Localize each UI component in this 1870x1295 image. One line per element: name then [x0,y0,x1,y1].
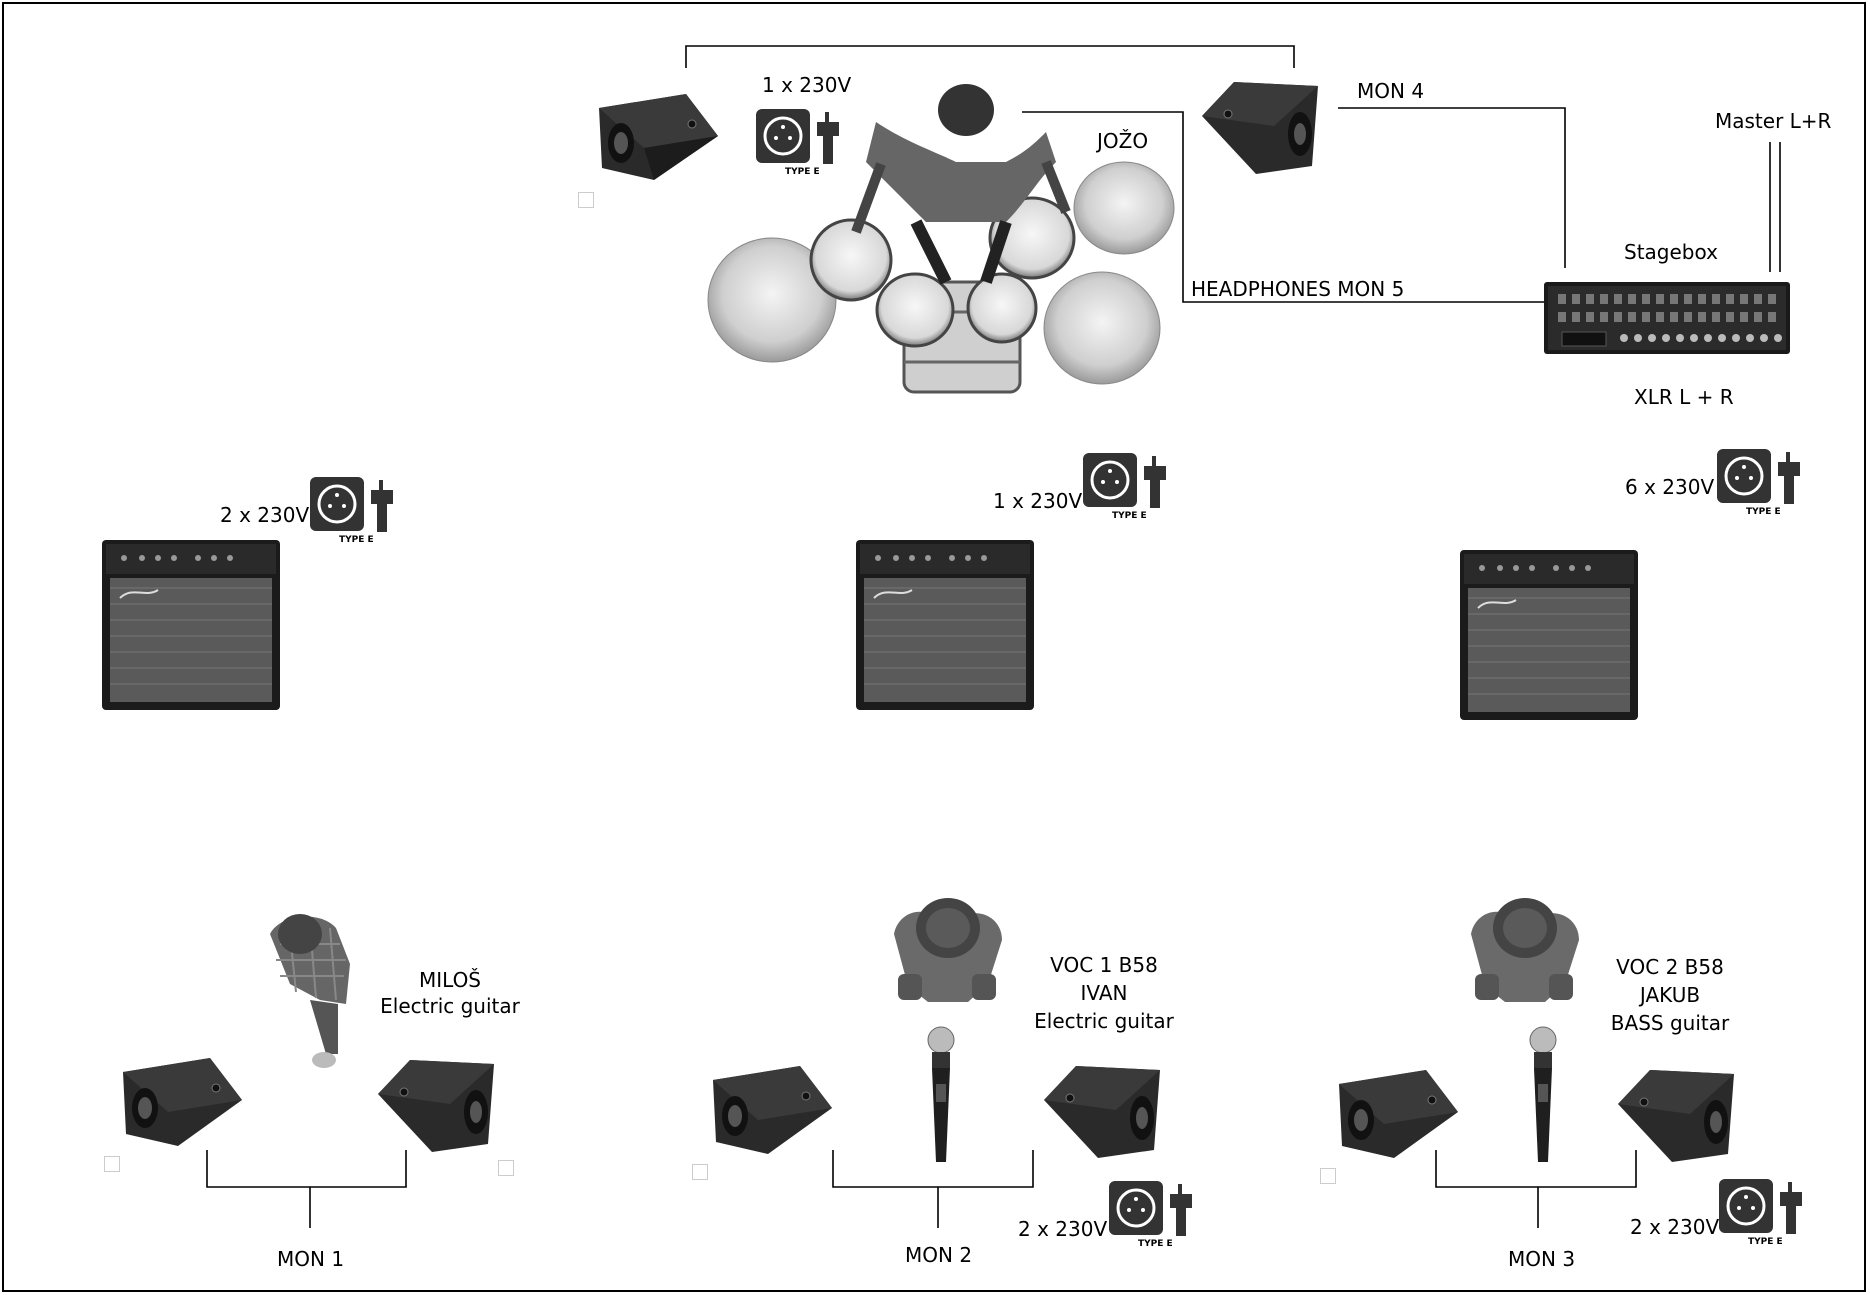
stage-monitor-icon [1339,1070,1458,1158]
guitar-amp-icon [102,540,280,710]
socket-type-label: TYPE E [1746,507,1781,517]
placeholder-mark [498,1160,514,1176]
mon1-label: MON 1 [277,1247,345,1271]
stage-monitor-icon [713,1066,832,1154]
socket-type-label: TYPE E [339,535,374,545]
socket-type-label: TYPE E [1748,1237,1783,1247]
amp-center-power-label: 1 x 230V [993,489,1083,513]
power-outlet-mon2: TYPE E [1108,1180,1204,1252]
power-outlet-drums: TYPE E [755,108,851,180]
musician-icon [894,898,1002,1002]
power-outlet-mon3: TYPE E [1718,1178,1814,1250]
mon3-power-label: 2 x 230V [1630,1215,1720,1239]
master-label: Master L+R [1715,109,1832,133]
guitarist-instrument: Electric guitar [380,994,520,1018]
placeholder-mark [692,1164,708,1180]
mon4-label: MON 4 [1357,79,1425,103]
microphone-icon [1529,1026,1557,1162]
guitar-amp-icon [1460,550,1638,720]
socket-type-label: TYPE E [785,167,820,177]
stage-monitor-icon [378,1060,494,1152]
vocal1-mic: VOC 1 B58 [1050,953,1158,977]
xlr-label: XLR L + R [1634,385,1734,409]
stagebox-icon [1544,282,1790,354]
placeholder-mark [104,1156,120,1172]
socket-type-label: TYPE E [1112,511,1147,521]
stage-monitor-icon [1618,1070,1734,1162]
guitarist-name: MILOŠ [418,968,482,992]
vocal2-mic: VOC 2 B58 [1616,955,1724,979]
power-outlet-amp-right: TYPE E [1716,448,1812,520]
drummer-headphones-line [1022,111,1546,303]
placeholder-mark [578,192,594,208]
musician-icon [1471,898,1579,1002]
placeholder-mark [1320,1168,1336,1184]
microphone-icon [927,1026,955,1162]
power-outlet-amp-left: TYPE E [309,476,405,548]
mon2-label: MON 2 [905,1243,973,1267]
stage-monitor-icon [1202,82,1318,174]
mon4-stagebox-line [1338,107,1566,268]
guitar-amp-icon [856,540,1034,710]
mon4-top-link [685,45,1295,68]
power-outlet-amp-center: TYPE E [1082,452,1178,524]
mon2-bracket [832,1150,1034,1188]
musician-icon [270,914,350,1068]
socket-type-label: TYPE E [1138,1239,1173,1249]
vocal2-instrument: BASS guitar [1610,1011,1730,1035]
drums-power-label: 1 x 230V [762,73,852,97]
mon1-bracket [206,1150,407,1188]
headphones-label: HEADPHONES MON 5 [1191,277,1405,301]
mon3-bracket [1435,1150,1637,1188]
stage-monitor-icon [1044,1066,1160,1158]
vocal1-name: IVAN [1080,981,1128,1005]
drummer-name: JOŽO [1097,129,1149,153]
stagebox-label: Stagebox [1624,240,1718,264]
stage-monitor-icon [123,1058,242,1146]
stage-monitor-icon [599,94,718,180]
amp-right-power-label: 6 x 230V [1625,475,1715,499]
mon2-power-label: 2 x 230V [1018,1217,1108,1241]
amp-left-power-label: 2 x 230V [220,503,310,527]
vocal2-name: JAKUB [1639,983,1701,1007]
vocal1-instrument: Electric guitar [1034,1009,1174,1033]
drum-kit-icon [707,84,1175,394]
mon3-label: MON 3 [1508,1247,1576,1271]
